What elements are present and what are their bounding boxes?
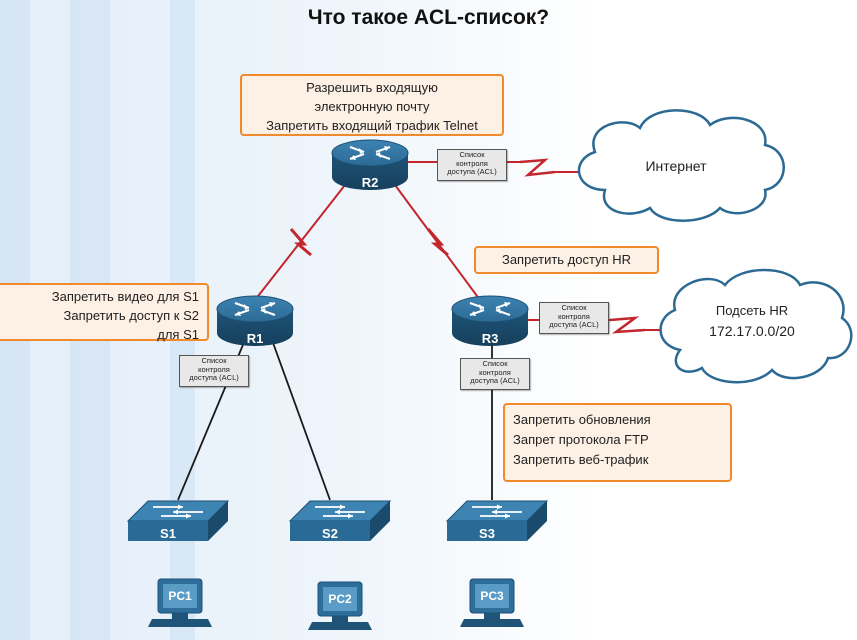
router-r3-label: R3 <box>482 331 499 346</box>
note-r3-lan-policy: Запретить обновления Запрет протокола FT… <box>503 403 732 482</box>
router-r1[interactable]: R1 <box>216 295 294 347</box>
switch-s2[interactable]: S2 <box>289 500 391 542</box>
pc-pc1-label: PC1 <box>168 589 192 603</box>
pc-pc1[interactable]: PC1 <box>147 578 213 628</box>
switch-s3-label: S3 <box>479 526 495 541</box>
acl-badge-r3-lan: Список контроля доступа (ACL) <box>460 358 530 390</box>
note-line: для S1 <box>157 327 199 342</box>
pc-pc2[interactable]: PC2 <box>307 581 373 631</box>
link-r2-r1 <box>254 184 346 301</box>
hr-subnet-address: 172.17.0.0/20 <box>709 323 795 339</box>
note-line: Запрет протокола FTP <box>513 432 649 447</box>
note-line: Запретить веб-трафик <box>513 452 649 467</box>
note-r3-hr-policy: Запретить доступ HR <box>474 246 659 274</box>
note-r2-policy: Разрешить входящую электронную почту Зап… <box>240 74 504 136</box>
link-r1-s2 <box>271 339 331 501</box>
internet-cloud-label: Интернет <box>645 158 707 174</box>
note-line: Запретить входящий трафик Telnet <box>266 118 478 133</box>
pc-pc2-label: PC2 <box>328 592 352 606</box>
acl-badge-r2: Список контроля доступа (ACL) <box>437 149 507 181</box>
switch-s1[interactable]: S1 <box>127 500 229 542</box>
switch-s2-label: S2 <box>322 526 338 541</box>
router-r2-label: R2 <box>362 175 379 190</box>
internet-cloud: Интернет <box>577 109 785 222</box>
hr-subnet-cloud: Подсеть HR 172.17.0.0/20 <box>659 268 853 384</box>
router-r1-label: R1 <box>247 331 264 346</box>
hr-subnet-label: Подсеть HR <box>716 303 788 318</box>
acl-badge-r3-wan: Список контроля доступа (ACL) <box>539 302 609 334</box>
note-r1-policy: Запретить видео для S1 Запретить доступ … <box>0 283 209 342</box>
pc-pc3[interactable]: PC3 <box>459 578 525 628</box>
note-line: Запретить доступ к S2 <box>63 308 199 323</box>
note-line: электронную почту <box>314 99 430 114</box>
router-r2[interactable]: R2 <box>331 139 409 191</box>
note-line: Запретить доступ HR <box>501 252 632 267</box>
router-r3[interactable]: R3 <box>451 295 529 347</box>
note-line: Запретить видео для S1 <box>51 289 199 304</box>
note-line: Разрешить входящую <box>306 80 438 95</box>
note-line: Запретить обновления <box>513 412 651 427</box>
page-title: Что такое ACL-список? <box>307 6 550 29</box>
pc-pc3-label: PC3 <box>480 589 504 603</box>
switch-s1-label: S1 <box>160 526 176 541</box>
acl-badge-r1: Список контроля доступа (ACL) <box>179 355 249 387</box>
link-r2-r3 <box>394 184 481 301</box>
switch-s3[interactable]: S3 <box>446 500 548 542</box>
